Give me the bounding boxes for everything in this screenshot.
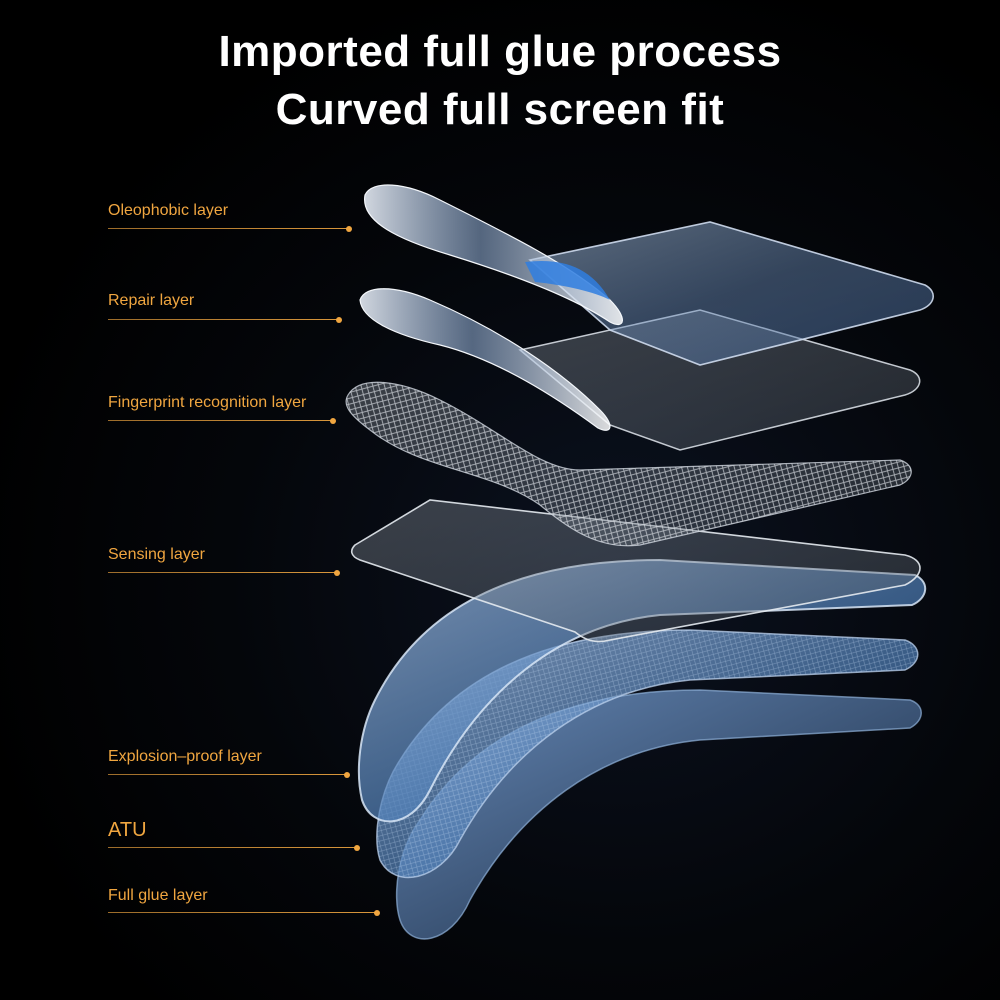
fingerprint-recognition-layer-shape	[345, 381, 912, 547]
label-fingerprint-recognition-layer: Fingerprint recognition layer	[108, 394, 307, 411]
leader-line-repair	[108, 319, 338, 320]
oleophobic-layer-shape	[364, 184, 934, 366]
sensing-layer-shape	[350, 499, 921, 643]
leader-line-atu	[108, 847, 356, 848]
repair-layer-shape	[359, 288, 921, 451]
leader-dot-sensing	[334, 570, 340, 576]
leader-line-fingerprint	[108, 420, 332, 421]
label-explosion-proof-layer: Explosion–proof layer	[108, 748, 262, 765]
label-atu: ATU	[108, 819, 147, 841]
leader-dot-oleophobic	[346, 226, 352, 232]
leader-dot-repair	[336, 317, 342, 323]
leader-line-sensing	[108, 572, 336, 573]
leader-dot-full-glue	[374, 910, 380, 916]
headline-line-1: Imported full glue process	[218, 27, 782, 76]
leader-dot-atu	[354, 845, 360, 851]
leader-dot-explosion-proof	[344, 772, 350, 778]
label-full-glue-layer: Full glue layer	[108, 887, 208, 904]
label-repair-layer: Repair layer	[108, 292, 195, 309]
label-oleophobic-layer: Oleophobic layer	[108, 202, 229, 219]
headline-line-2: Curved full screen fit	[275, 85, 725, 134]
label-sensing-layer: Sensing layer	[108, 546, 205, 563]
leader-line-explosion-proof	[108, 774, 346, 775]
leader-line-full-glue	[108, 912, 376, 913]
leader-dot-fingerprint	[330, 418, 336, 424]
leader-line-oleophobic	[108, 228, 348, 229]
